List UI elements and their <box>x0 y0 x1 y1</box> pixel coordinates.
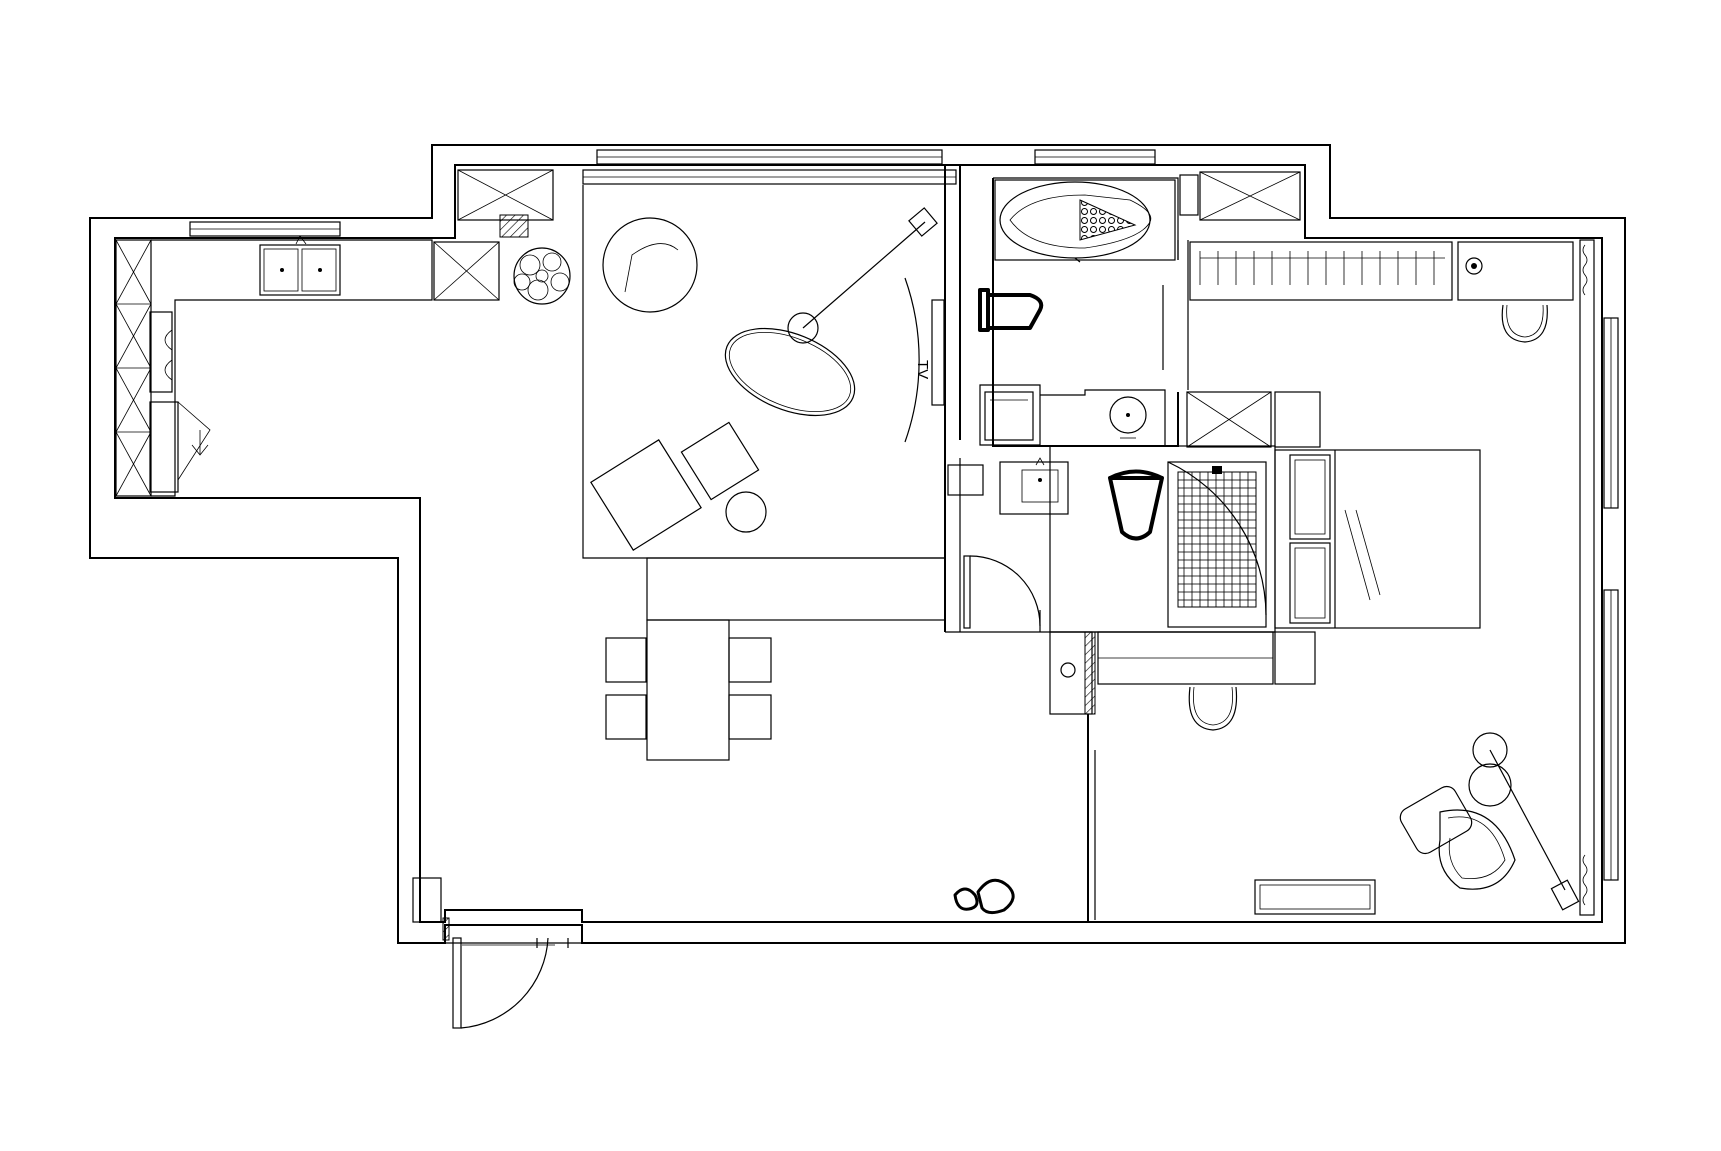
curtain <box>1582 244 1588 906</box>
bed <box>1274 449 1481 629</box>
vanity-lower <box>999 457 1069 515</box>
wash-basin-upper <box>1109 396 1147 439</box>
wardrobe-top <box>1189 241 1574 301</box>
toilet-upper <box>978 288 1044 332</box>
dining-table <box>605 619 772 761</box>
bedroom-armchair <box>1399 785 1516 890</box>
potted-plant <box>513 247 571 305</box>
armchairs <box>590 421 767 551</box>
bathtub <box>994 179 1176 263</box>
bedroom-floor-lamp <box>1489 749 1580 911</box>
utility-shafts <box>433 169 1301 448</box>
decor-object <box>953 878 1015 915</box>
bedroom-side-table <box>1468 732 1512 807</box>
tv-label: TV <box>914 360 931 379</box>
oval-rug <box>724 327 856 417</box>
shower-tray <box>1167 461 1267 628</box>
bench <box>1254 879 1376 915</box>
kitchen <box>115 239 433 497</box>
windows <box>189 149 1619 916</box>
round-chair <box>602 217 698 313</box>
vanity-upper <box>979 384 1166 446</box>
exterior-walls <box>89 144 1626 944</box>
kitchen-sink <box>259 235 341 296</box>
toilet-lower <box>1108 469 1164 541</box>
wardrobe-door-swings <box>1188 304 1548 731</box>
floor-lamp <box>787 207 938 344</box>
entrance-door <box>442 917 582 1029</box>
tv-unit: TV <box>904 277 945 443</box>
bathroom-door <box>963 555 1041 632</box>
interior-walls <box>412 165 1321 923</box>
